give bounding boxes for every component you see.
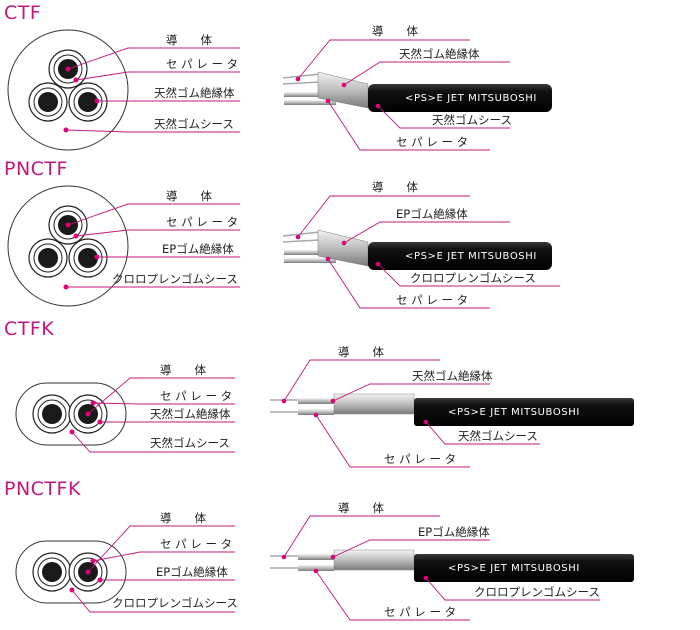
pnctf-left-label-sheath: クロロプレンゴムシース xyxy=(112,272,238,286)
ctfk-left-label-conductor: 導 体 xyxy=(160,363,206,377)
ctf-left-label-separator: セ パ レ ー タ xyxy=(166,57,238,71)
pnctf-brand-print: <PS>E JET MITSUBOSHI xyxy=(405,251,537,262)
pnctf-right-label-conductor: 導 体 xyxy=(372,180,418,194)
ctfk-right-label-separator: セ パ レ ー タ xyxy=(384,452,456,466)
ctfk-cross-section: 導 体 セ パ レ ー タ 天然ゴム絶縁体 天然ゴムシース xyxy=(15,363,235,453)
pnctf-left-label-conductor: 導 体 xyxy=(166,189,212,203)
pnctfk-left-label-separator: セ パ レ ー タ xyxy=(160,537,232,551)
ctfk-left-label-sheath: 天然ゴムシース xyxy=(150,436,230,450)
ctf-right-label-insulation: 天然ゴム絶縁体 xyxy=(399,47,480,61)
ctf-side-view: <PS>E JET MITSUBOSHI 導 体 天然ゴム絶縁体 天然ゴムシース… xyxy=(282,24,552,151)
pnctf-left-label-insulation: EPゴム絶縁体 xyxy=(162,242,234,256)
pnctfk-right-label-conductor: 導 体 xyxy=(338,501,384,515)
pnctf-side-view: <PS>E JET MITSUBOSHI 導 体 EPゴム絶縁体 クロロプレンゴ… xyxy=(282,180,560,309)
pnctfk-left-label-insulation: EPゴム絶縁体 xyxy=(156,565,228,579)
ctfk-right-label-insulation: 天然ゴム絶縁体 xyxy=(412,369,493,383)
ctfk-brand-print: <PS>E JET MITSUBOSHI xyxy=(448,407,580,418)
pnctfk-brand-print: <PS>E JET MITSUBOSHI xyxy=(448,563,580,574)
pnctf-cross-section: 導 体 セ パ レ ー タ EPゴム絶縁体 クロロプレンゴムシース xyxy=(7,185,240,307)
ctf-cross-section: 導 体 セ パ レ ー タ 天然ゴム絶縁体 天然ゴムシース xyxy=(7,29,240,151)
section-title-ctfk: CTFK xyxy=(4,318,55,340)
pnctf-left-label-separator: セ パ レ ー タ xyxy=(166,215,238,229)
ctf-brand-print: <PS>E JET MITSUBOSHI xyxy=(405,93,537,104)
ctf-left-label-sheath: 天然ゴムシース xyxy=(154,117,234,131)
ctfk-left-label-separator: セ パ レ ー タ xyxy=(160,389,232,403)
pnctfk-left-label-conductor: 導 体 xyxy=(160,511,206,525)
core-right xyxy=(68,82,108,122)
pnctfk-right-label-insulation: EPゴム絶縁体 xyxy=(418,525,490,539)
pnctfk-right-label-sheath: クロロプレンゴムシース xyxy=(474,585,600,599)
pnctf-right-label-separator: セ パ レ ー タ xyxy=(396,293,468,307)
pnctf-right-label-sheath: クロロプレンゴムシース xyxy=(410,271,536,285)
pnctfk-side-view: <PS>E JET MITSUBOSHI 導 体 EPゴム絶縁体 クロロプレンゴ… xyxy=(270,501,634,621)
pnctfk-left-label-sheath: クロロプレンゴムシース xyxy=(112,596,238,610)
section-title-pnctf: PNCTF xyxy=(4,158,68,180)
section-title-pnctfk: PNCTFK xyxy=(4,478,81,500)
section-title-ctf: CTF xyxy=(4,2,42,24)
pnctf-right-label-insulation: EPゴム絶縁体 xyxy=(396,207,468,221)
ctf-left-label-insulation: 天然ゴム絶縁体 xyxy=(154,86,235,100)
core-left xyxy=(28,82,68,122)
ctfk-side-view: <PS>E JET MITSUBOSHI 導 体 天然ゴム絶縁体 天然ゴムシース… xyxy=(270,345,634,468)
pnctfk-cross-section: 導 体 セ パ レ ー タ EPゴム絶縁体 クロロプレンゴムシース xyxy=(15,511,238,613)
ctfk-right-label-sheath: 天然ゴムシース xyxy=(458,429,538,443)
ctf-right-label-conductor: 導 体 xyxy=(372,24,418,38)
ctf-right-label-separator: セ パ レ ー タ xyxy=(396,135,468,149)
ctfk-right-label-conductor: 導 体 xyxy=(338,345,384,359)
pnctfk-right-label-separator: セ パ レ ー タ xyxy=(384,605,456,619)
ctfk-left-label-insulation: 天然ゴム絶縁体 xyxy=(150,407,231,421)
ctf-right-label-sheath: 天然ゴムシース xyxy=(432,113,512,127)
ctf-left-label-conductor: 導 体 xyxy=(166,33,212,47)
